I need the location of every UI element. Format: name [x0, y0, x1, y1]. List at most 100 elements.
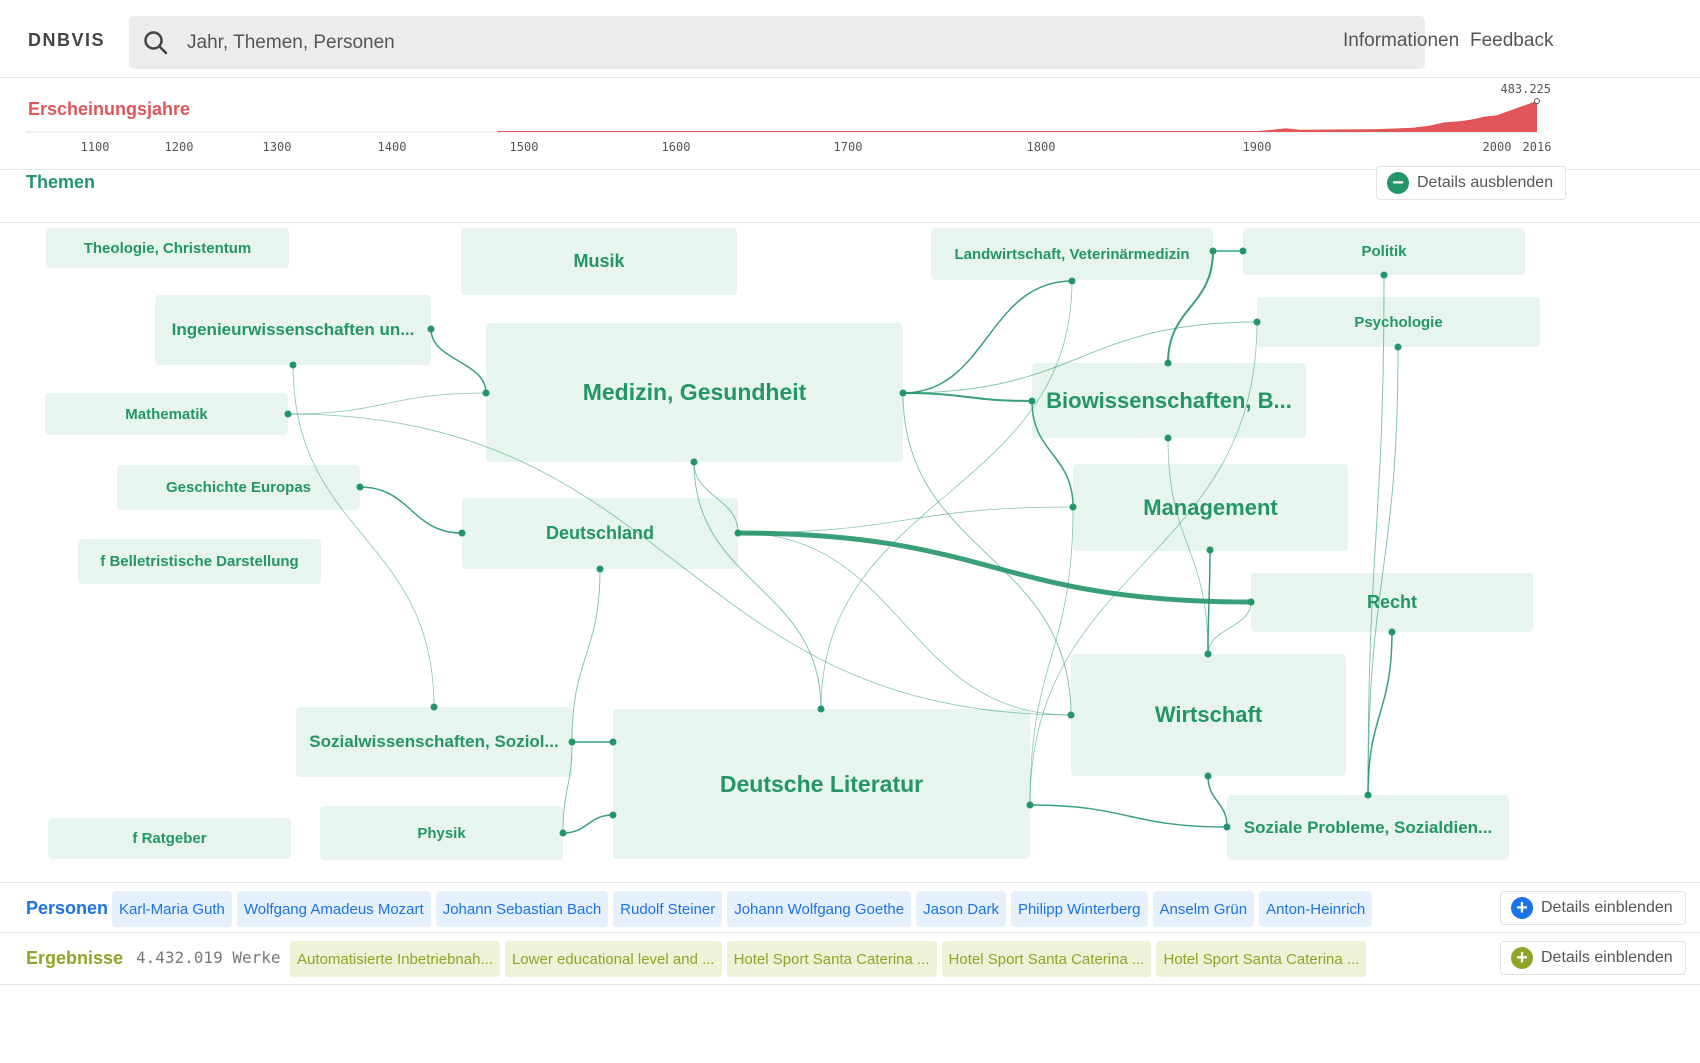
topic-label: Psychologie [1354, 313, 1443, 331]
timeline-tick: 1900 [1243, 140, 1272, 154]
topic-label: Landwirtschaft, Veterinärmedizin [954, 245, 1190, 263]
top-bar: DNBVIS Informationen Feedback [0, 0, 1700, 78]
topic-node-ingenieur[interactable]: Ingenieurwissenschaften un... [155, 295, 431, 365]
search-box[interactable] [129, 16, 1425, 69]
topic-label: Recht [1366, 592, 1417, 612]
person-chip[interactable]: Anton-Heinrich [1259, 891, 1373, 927]
topic-node-medizin[interactable]: Medizin, Gesundheit [486, 323, 903, 462]
topic-label: Politik [1361, 243, 1407, 260]
ergebnisse-row: Ergebnisse 4.432.019 Werke Automatisiert… [0, 932, 1700, 985]
timeline-tick: 1600 [662, 140, 691, 154]
edge-management-deutsche-literatur [1029, 506, 1074, 806]
plus-circle-icon: + [1511, 897, 1533, 919]
topic-label: Deutsche Literatur [719, 770, 924, 797]
topic-node-ratgeber[interactable]: f Ratgeber [48, 818, 291, 859]
topic-node-geschichte[interactable]: Geschichte Europas [117, 465, 360, 510]
result-chip[interactable]: Lower educational level and ... [504, 941, 722, 977]
personen-details-toggle[interactable]: + Details einblenden [1500, 891, 1686, 925]
chip-label: Rudolf Steiner [620, 900, 716, 918]
themen-details-toggle[interactable]: − Details ausblenden [1376, 166, 1567, 200]
topic-node-wirtschaft[interactable]: Wirtschaft [1071, 654, 1346, 776]
ergebnisse-toggle-label: Details einblenden [1541, 949, 1673, 966]
topic-node-deutschland[interactable]: Deutschland [462, 498, 738, 569]
topic-node-landwirtschaft[interactable]: Landwirtschaft, Veterinärmedizin [931, 228, 1213, 280]
ergebnisse-details-toggle[interactable]: + Details einblenden [1500, 941, 1686, 975]
chip-label: Johann Wolfgang Goethe [734, 900, 905, 918]
topic-node-physik[interactable]: Physik [320, 806, 563, 860]
minus-circle-icon: − [1387, 172, 1409, 194]
timeline-tick: 1700 [834, 140, 863, 154]
topic-node-politik[interactable]: Politik [1243, 228, 1525, 275]
topic-label: Soziale Probleme, Sozialdien... [1243, 817, 1493, 837]
personen-row: Personen Karl-Maria Guth Wolfgang Amadeus… [0, 882, 1700, 935]
timeline-tick: 2016 [1523, 140, 1552, 154]
edge-wirtschaft-soziale-probleme [1207, 775, 1228, 828]
person-chip[interactable]: Anselm Grün [1152, 891, 1255, 927]
topic-label: f Belletristische Darstellung [100, 553, 299, 570]
person-chip[interactable]: Rudolf Steiner [613, 891, 723, 927]
person-chip[interactable]: Johann Wolfgang Goethe [727, 891, 912, 927]
edge-psychologie-soziale-probleme [1367, 346, 1399, 796]
topic-node-management[interactable]: Management [1073, 464, 1348, 551]
result-chip[interactable]: Hotel Sport Santa Caterina ... [1156, 941, 1367, 977]
search-input[interactable] [187, 16, 1387, 69]
nav-feedback[interactable]: Feedback [1470, 30, 1554, 51]
person-chip[interactable]: Johann Sebastian Bach [435, 891, 609, 927]
timeline-area [497, 101, 1538, 132]
topic-node-deutsche-literatur[interactable]: Deutsche Literatur [613, 709, 1030, 859]
topic-node-theologie[interactable]: Theologie, Christentum [46, 228, 289, 268]
chip-label: Lower educational level and ... [511, 950, 715, 968]
chip-label: Hotel Sport Santa Caterina ... [733, 950, 930, 968]
edge-deutschland-sozialwiss [571, 568, 601, 743]
topic-node-recht[interactable]: Recht [1251, 573, 1533, 632]
person-chip[interactable]: Philipp Winterberg [1010, 891, 1148, 927]
result-chip[interactable]: Hotel Sport Santa Caterina ... [726, 941, 937, 977]
themen-toggle-label: Details ausblenden [1417, 174, 1554, 191]
person-chip[interactable]: Karl-Maria Guth [112, 891, 232, 927]
personen-toggle-label: Details einblenden [1541, 899, 1673, 916]
topic-label: Musik [573, 251, 625, 271]
topic-label: Mathematik [125, 405, 208, 423]
search-icon [144, 31, 168, 55]
timeline-tick: 2000 [1483, 140, 1512, 154]
topic-node-psychologie[interactable]: Psychologie [1257, 297, 1540, 347]
topic-node-sozialwiss[interactable]: Sozialwissenschaften, Soziol... [296, 707, 572, 777]
chip-label: Automatisierte Inbetriebnah... [297, 950, 493, 968]
topic-node-belletristik[interactable]: f Belletristische Darstellung [78, 539, 321, 584]
chip-label: Wolfgang Amadeus Mozart [243, 900, 424, 918]
topic-label: Biowissenschaften, B... [1046, 387, 1292, 413]
result-chip[interactable]: Automatisierte Inbetriebnah... [290, 941, 500, 977]
nav-informationen[interactable]: Informationen [1343, 30, 1460, 51]
ergebnisse-title: Ergebnisse [26, 948, 124, 968]
chip-label: Anselm Grün [1159, 900, 1248, 918]
personen-title: Personen [26, 898, 109, 918]
timeline-tick: 1400 [378, 140, 407, 154]
topic-label: Physik [417, 824, 466, 842]
edge-ingenieur-medizin [430, 328, 487, 394]
results-count: 4.432.019 Werke [136, 948, 281, 967]
topic-node-soziale-probleme[interactable]: Soziale Probleme, Sozialdien... [1227, 795, 1509, 860]
personen-chips: Karl-Maria Guth Wolfgang Amadeus Mozart Jo… [112, 891, 1373, 927]
edge-management-wirtschaft [1207, 549, 1211, 655]
edge-medizin-wirtschaft [902, 392, 1072, 716]
topic-node-biowiss[interactable]: Biowissenschaften, B... [1032, 363, 1306, 438]
result-chip[interactable]: Hotel Sport Santa Caterina ... [941, 941, 1152, 977]
topic-label: Wirtschaft [1154, 702, 1263, 727]
chip-label: Hotel Sport Santa Caterina ... [948, 950, 1145, 968]
edge-mathematik-medizin [287, 392, 487, 415]
topic-label: Sozialwissenschaften, Soziol... [309, 732, 559, 751]
chip-label: Jason Dark [923, 900, 999, 918]
topic-label: Theologie, Christentum [83, 239, 252, 257]
person-chip[interactable]: Jason Dark [916, 891, 1006, 927]
app-logo[interactable]: DNBVIS [28, 30, 106, 50]
topic-node-mathematik[interactable]: Mathematik [45, 393, 288, 435]
topic-label: Management [1143, 494, 1278, 520]
edge-physik-deutsche-literatur [562, 814, 614, 834]
timeline-tick: 1200 [165, 140, 194, 154]
topic-node-musik[interactable]: Musik [461, 228, 737, 295]
chip-label: Philipp Winterberg [1017, 900, 1141, 918]
person-chip[interactable]: Wolfgang Amadeus Mozart [236, 891, 431, 927]
